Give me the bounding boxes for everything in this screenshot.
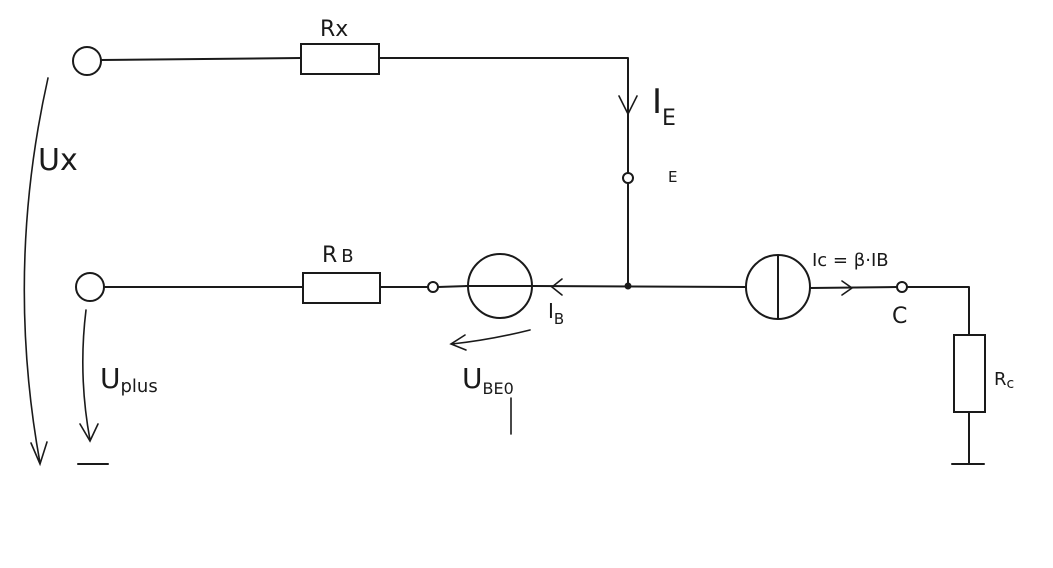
label-ie: IE (652, 82, 676, 131)
wire-b-source (437, 285, 469, 288)
arrow-ib (550, 278, 563, 296)
label-rc-main: R (994, 369, 1007, 390)
arrow-ux (23, 77, 49, 464)
resistor-rc (953, 334, 986, 413)
label-uplus-main: U (100, 362, 121, 395)
label-ube0-sub: BE0 (483, 379, 514, 398)
label-rc: Rc (994, 369, 1014, 392)
arrow-ie (618, 95, 638, 116)
label-ib: IB (548, 299, 564, 328)
arrow-ube0 (451, 329, 531, 345)
label-ie-sub: E (662, 106, 676, 131)
label-rc-sub: c (1007, 376, 1015, 392)
arrow-uplus (82, 309, 91, 441)
resistor-rb (302, 272, 381, 304)
label-ux-text: Ux (38, 143, 78, 178)
label-ube0-main: U (462, 362, 483, 395)
label-rx: Rx (320, 17, 348, 42)
arrow-ic (841, 280, 854, 296)
label-rb-sub: B (341, 246, 353, 267)
wire-source-c (809, 286, 898, 289)
label-ib-sub: B (554, 310, 564, 328)
wire-c-rc (906, 286, 970, 336)
arrow-uplus-head (79, 423, 99, 443)
label-rb-main: R (322, 243, 337, 268)
label-ie-main: I (652, 82, 662, 122)
terminal-b (427, 281, 439, 293)
label-ic-formula: Ic = β·IB (812, 250, 889, 271)
terminal-ux (72, 46, 102, 76)
label-ib-main: I (548, 299, 554, 323)
label-ube0: UBE0 (462, 362, 514, 398)
wire-top-right (378, 57, 629, 174)
label-ux: Ux (38, 143, 78, 178)
arrow-ube0-head (449, 334, 467, 351)
label-c-terminal: C (892, 304, 907, 329)
label-uplus: Uplus (100, 362, 158, 397)
label-e-terminal: E (668, 168, 677, 186)
arrow-ux-head (30, 441, 48, 467)
wire-source-node (533, 285, 747, 288)
resistor-rx (300, 43, 380, 75)
label-uplus-sub: plus (121, 376, 158, 397)
terminal-e (622, 172, 634, 184)
wire-top-left (100, 57, 302, 61)
terminal-c (896, 281, 908, 293)
terminal-uplus (75, 272, 105, 302)
